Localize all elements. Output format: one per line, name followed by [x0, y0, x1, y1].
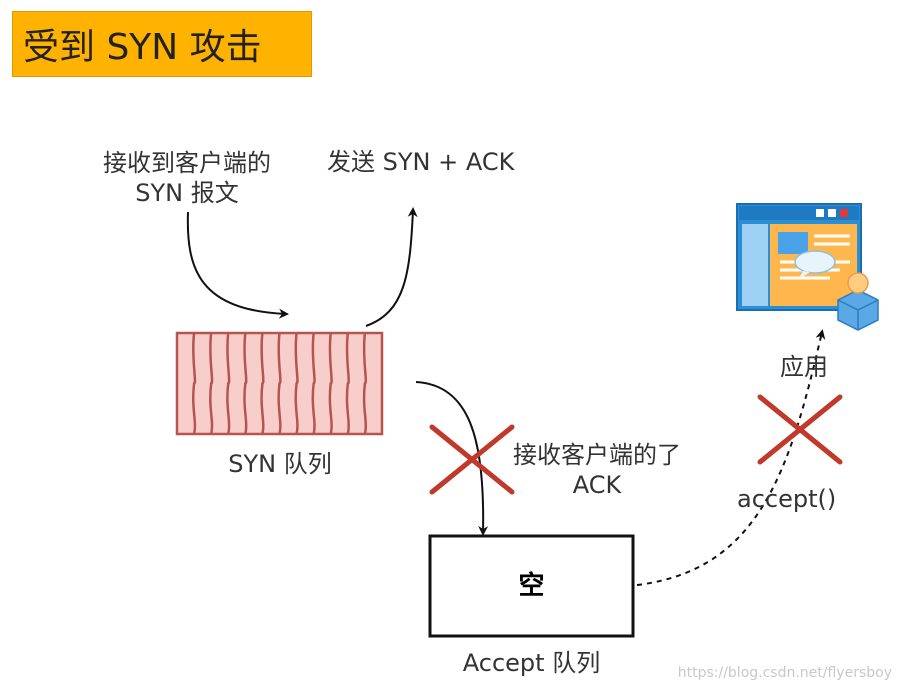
queue-slot-divider: [209, 332, 214, 435]
receive-syn-label-line1: 接收到客户端的: [103, 149, 271, 177]
receive-ack-label: 接收客户端的了 ACK: [497, 440, 697, 500]
application-label: 应用: [780, 353, 828, 381]
accept-queue-box: [428, 534, 635, 638]
queue-slot-divider: [243, 332, 248, 435]
arrow-receive-syn: [186, 211, 289, 319]
accept-call-label: accept(): [737, 485, 837, 513]
receive-syn-label: 接收到客户端的 SYN 报文: [82, 148, 292, 208]
blocked-accept-cross-icon: [757, 394, 843, 465]
title-text: 受到 SYN 攻击: [23, 27, 262, 68]
queue-slot-divider: [191, 332, 197, 435]
queue-slot-divider: [226, 332, 231, 435]
receive-ack-label-line1: 接收客户端的了: [513, 441, 681, 469]
title-banner: 受到 SYN 攻击: [12, 11, 312, 77]
syn-queue-label: SYN 队列: [228, 450, 332, 478]
accept-queue-label: Accept 队列: [462, 649, 601, 677]
arrow-send-synack: [365, 207, 418, 327]
queue-slot-divider: [277, 332, 282, 435]
syn-queue-shape: [175, 331, 384, 436]
application-window-icon: [736, 203, 862, 311]
dashed-accept-path: [636, 329, 826, 586]
queue-slot-divider: [260, 332, 265, 435]
queue-slot-divider: [311, 332, 316, 435]
send-synack-label: 发送 SYN + ACK: [327, 148, 515, 176]
user-icon: [837, 272, 879, 331]
queue-slot-divider: [328, 332, 333, 435]
watermark: https://blog.csdn.net/flyersboy: [677, 665, 892, 681]
blocked-cross-icon: [429, 424, 515, 495]
arrow-to-accept-queue: [415, 381, 489, 536]
accept-queue-content: 空: [518, 571, 545, 601]
receive-syn-label-line2: SYN 报文: [135, 179, 239, 207]
receive-ack-label-line2: ACK: [572, 471, 622, 499]
queue-slot-divider: [362, 332, 368, 435]
queue-slot-divider: [294, 332, 299, 435]
queue-slot-divider: [345, 332, 350, 435]
